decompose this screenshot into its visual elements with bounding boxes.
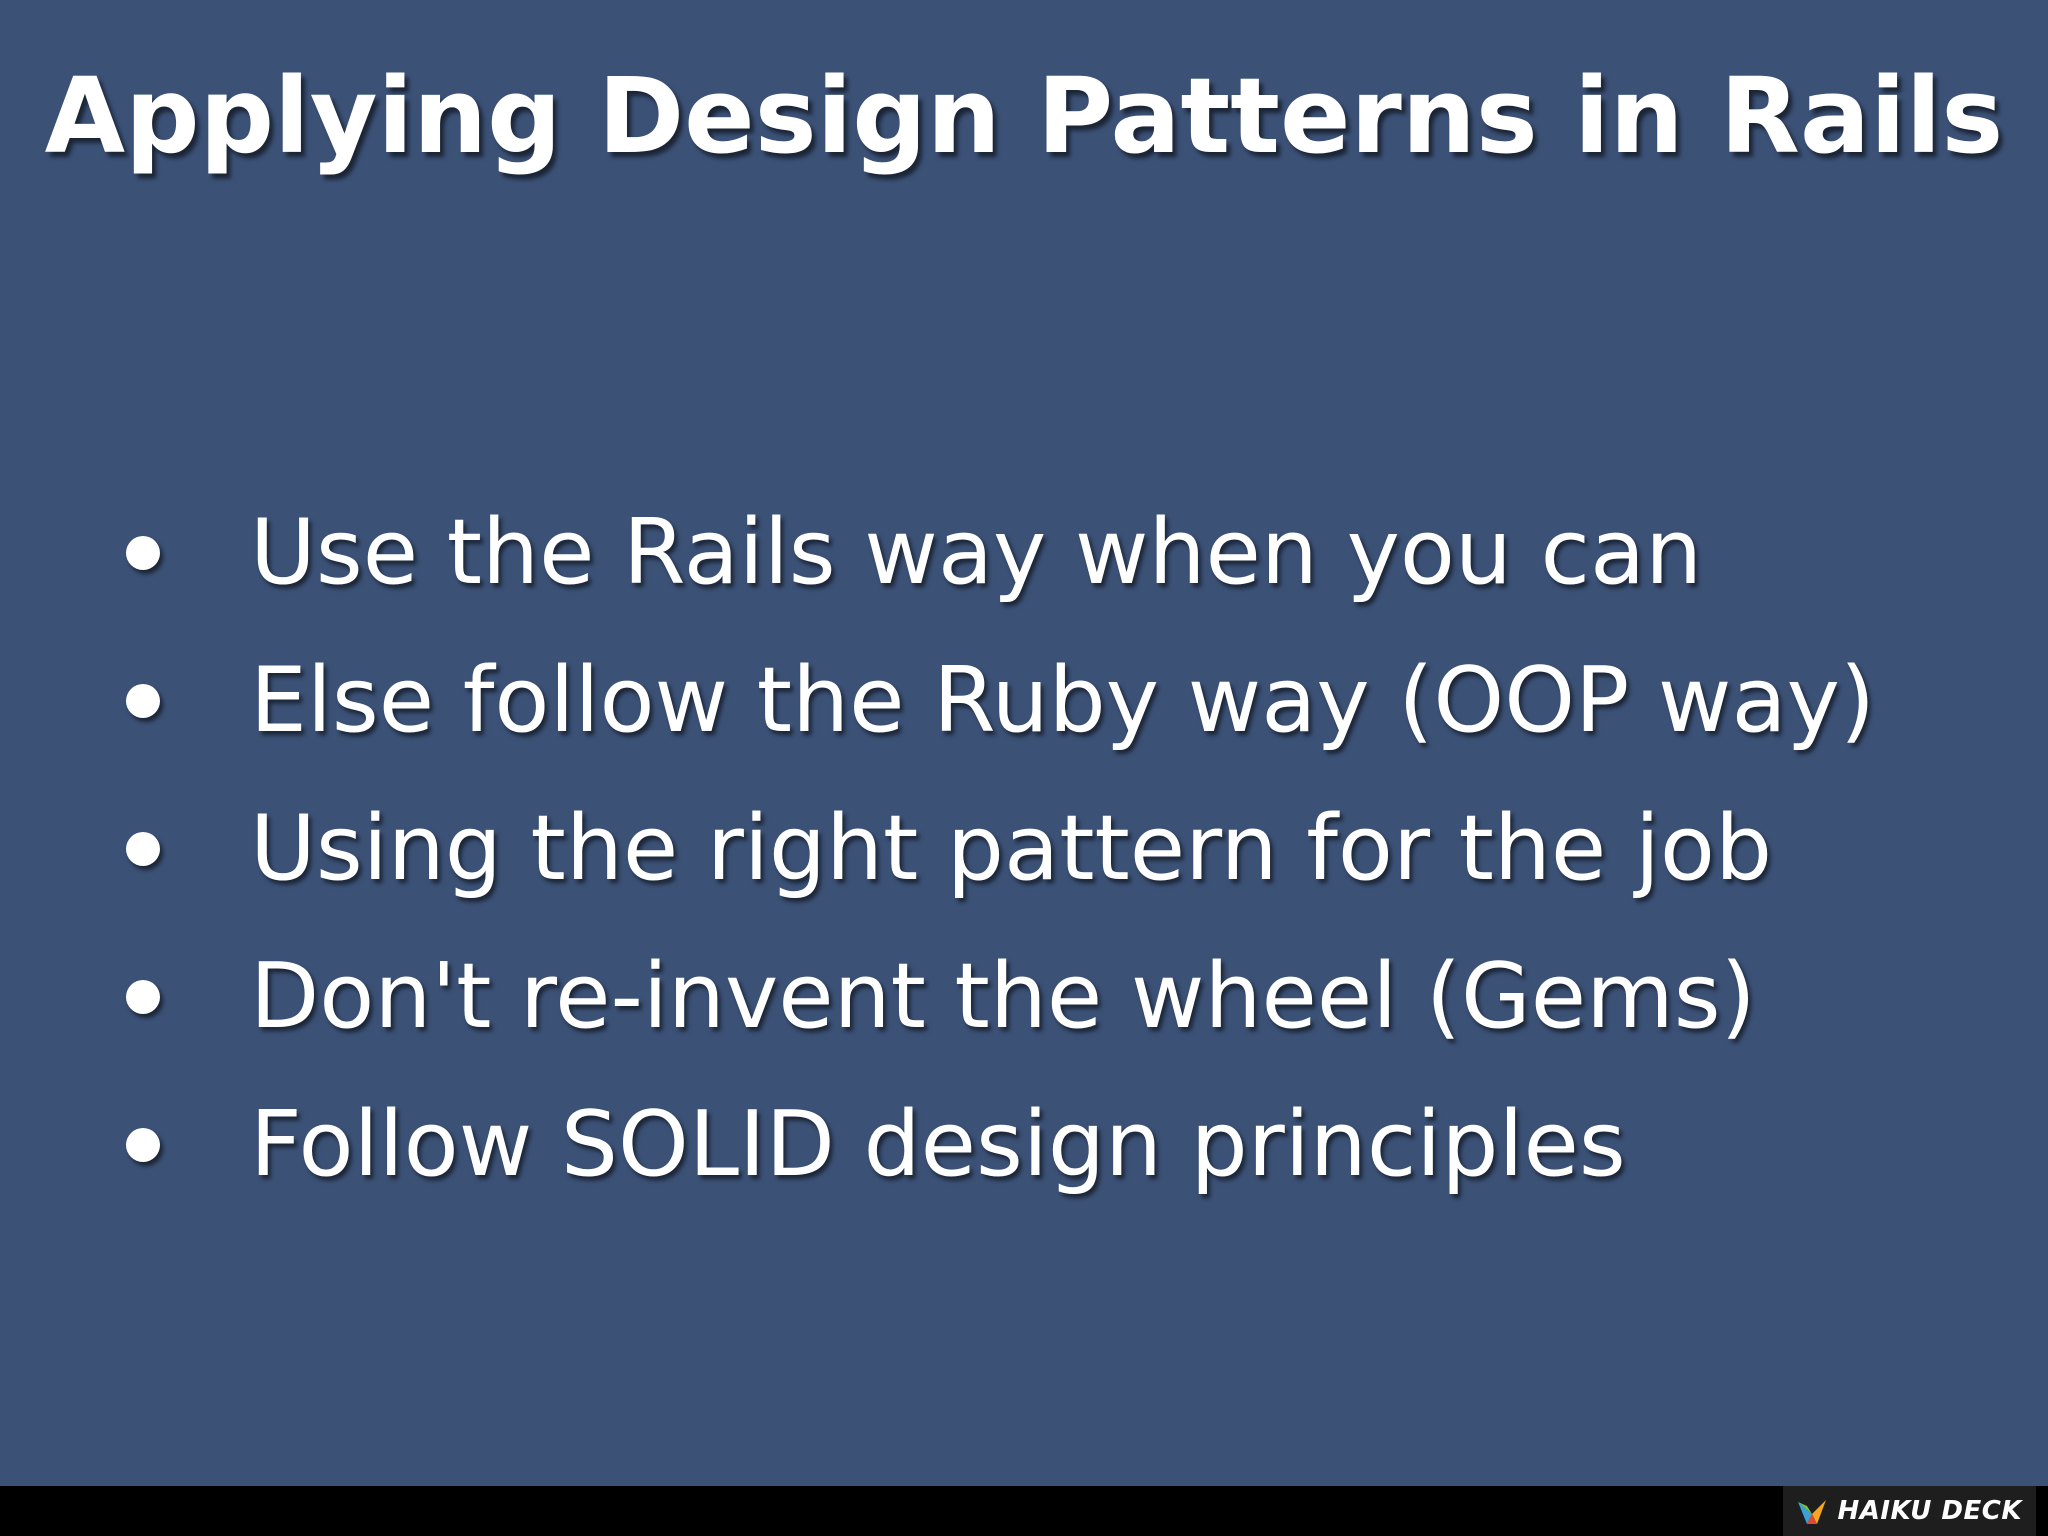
list-item: Don't re-invent the wheel (Gems) [0,930,2048,1064]
bullet-list: Use the Rails way when you can Else foll… [0,486,2048,1226]
bullet-dot-icon [126,980,160,1014]
bullet-dot-icon [126,1128,160,1162]
list-item: Use the Rails way when you can [0,486,2048,620]
bullet-dot-icon [126,684,160,718]
bullet-dot-icon [126,832,160,866]
bullet-text: Else follow the Ruby way (OOP way) [250,648,1876,753]
bullet-text: Don't re-invent the wheel (Gems) [250,944,1756,1049]
list-item: Using the right pattern for the job [0,782,2048,916]
slide-title: Applying Design Patterns in Rails [44,55,2004,177]
footer-bar [0,1486,2048,1536]
bullet-text: Using the right pattern for the job [250,796,1773,901]
brand-text: HAIKU DECK [1837,1496,2022,1526]
list-item: Else follow the Ruby way (OOP way) [0,634,2048,768]
haiku-deck-logo-icon [1798,1500,1827,1524]
list-item: Follow SOLID design principles [0,1078,2048,1212]
bullet-text: Follow SOLID design principles [250,1092,1626,1197]
bullet-text: Use the Rails way when you can [250,500,1703,605]
bullet-dot-icon [126,536,160,570]
haiku-deck-link[interactable]: HAIKU DECK [1783,1486,2036,1536]
slide: Applying Design Patterns in Rails Use th… [0,0,2048,1486]
